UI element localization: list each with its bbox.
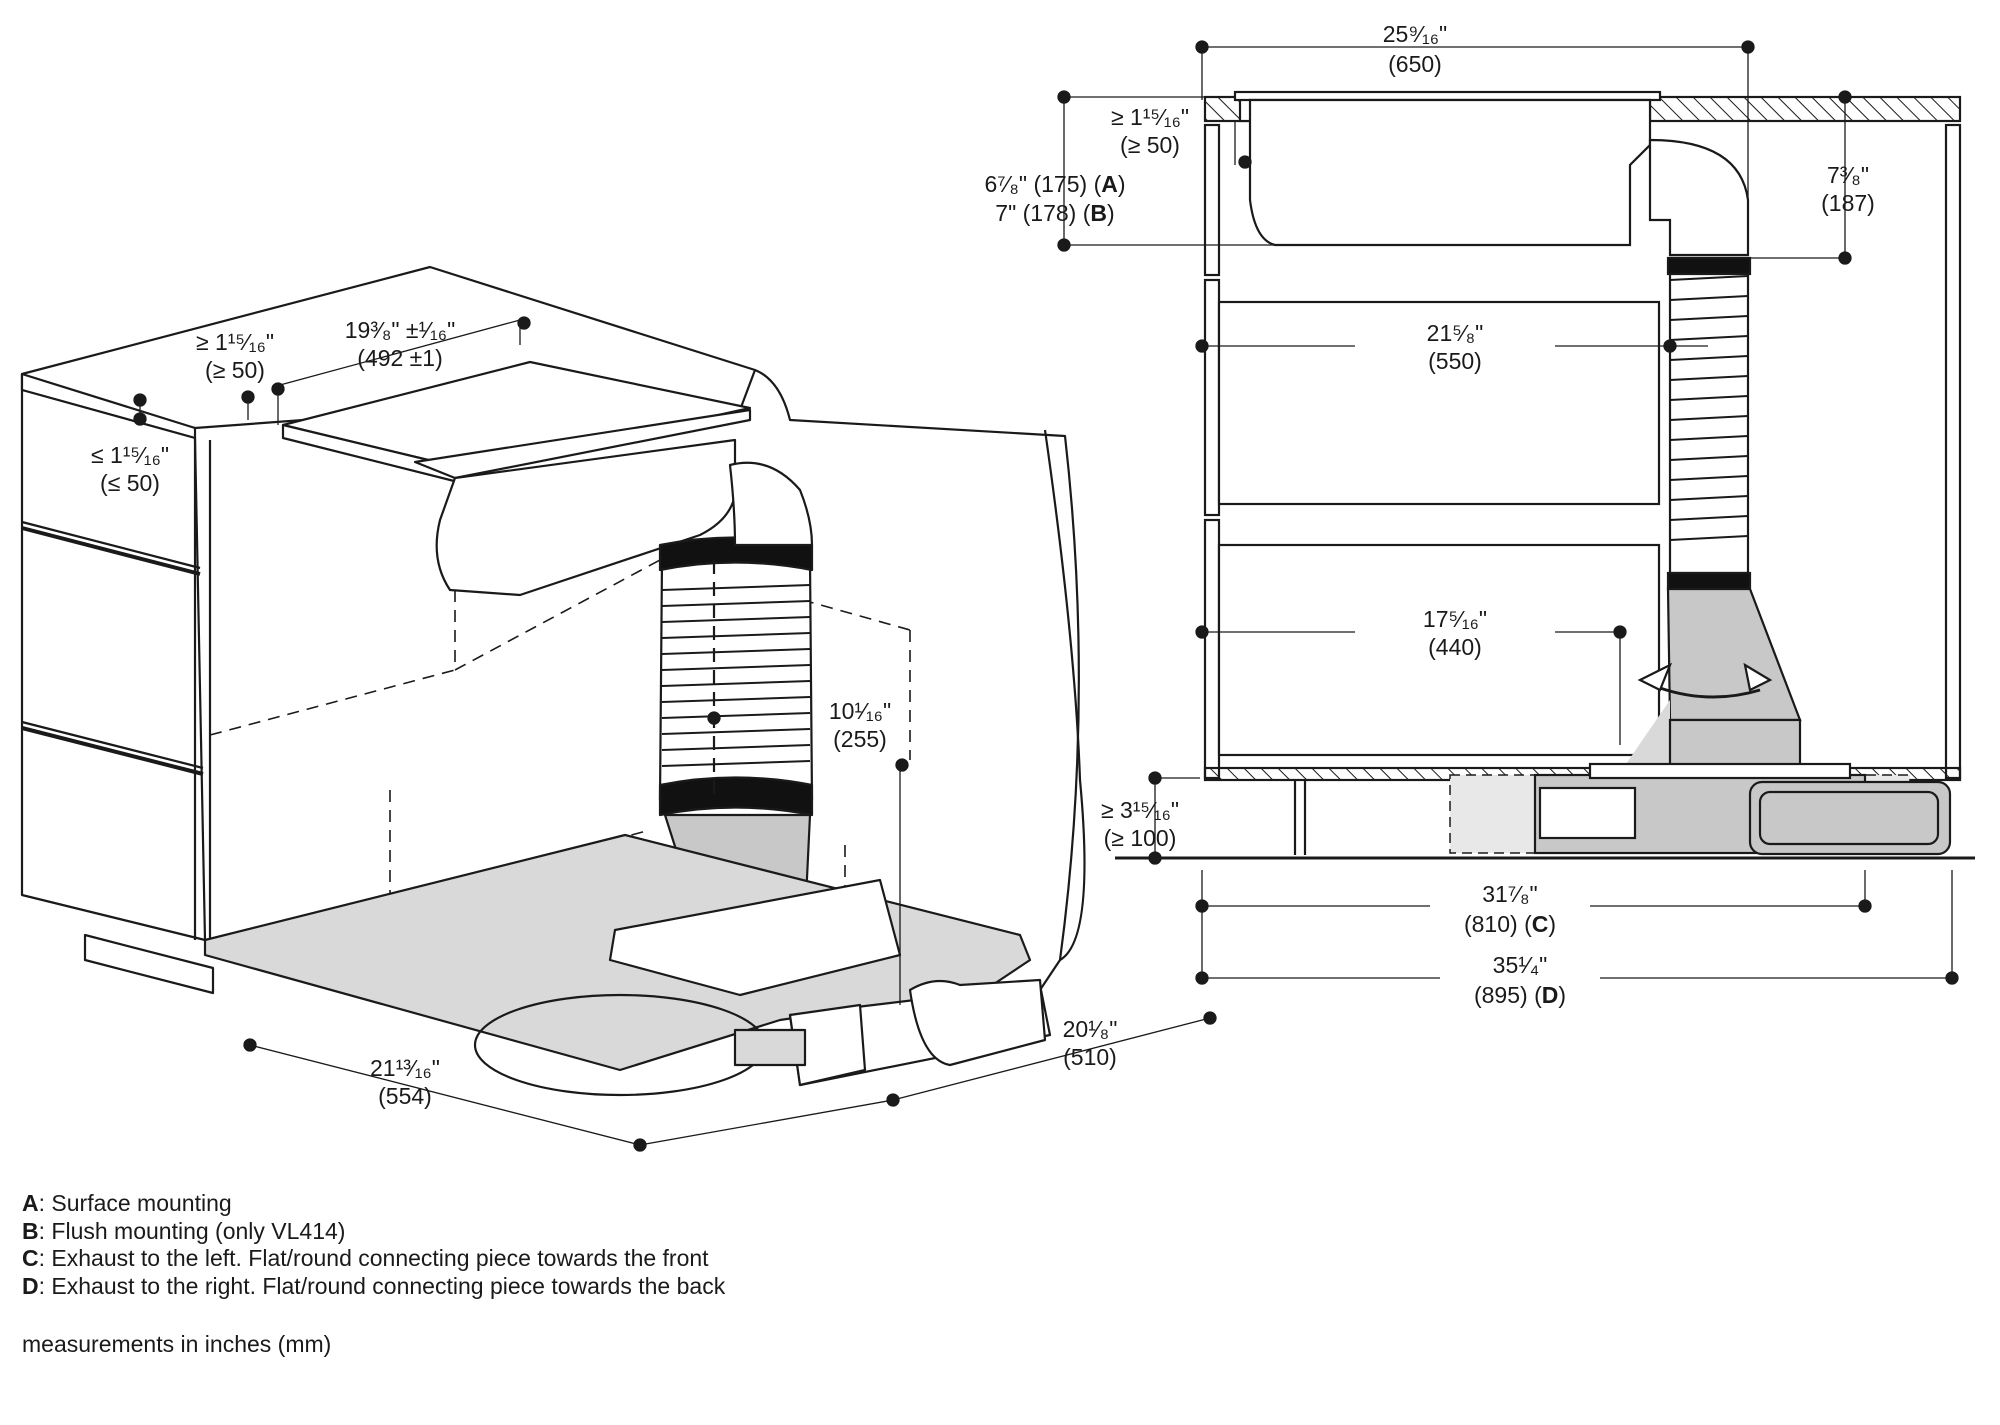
label-side-plinth: ≥ 3¹⁵⁄₁₆" bbox=[1101, 797, 1179, 823]
perspective-view bbox=[20, 265, 1086, 1097]
side-transition bbox=[1666, 587, 1802, 722]
label-side-front-clearance: ≥ 1¹⁵⁄₁₆" bbox=[1111, 104, 1189, 130]
label-side-unit-depth-b-letter: B bbox=[1090, 200, 1107, 226]
label-3d-front-clearance-mm: (≥ 50) bbox=[205, 357, 265, 383]
legend-key: B bbox=[22, 1217, 39, 1244]
legend-key: D bbox=[22, 1272, 39, 1299]
legend: A: Surface mounting B: Flush mounting (o… bbox=[22, 1190, 725, 1300]
legend-row-b: B: Flush mounting (only VL414) bbox=[22, 1218, 725, 1246]
label-side-depth-d-mm: (895) (D) bbox=[1474, 982, 1566, 1008]
label-side-plinth-mm: (≥ 100) bbox=[1104, 825, 1177, 851]
legend-row-a: A: Surface mounting bbox=[22, 1190, 725, 1218]
label-3d-base-width: 21¹³⁄₁₆" bbox=[370, 1055, 440, 1081]
legend-text: : Surface mounting bbox=[38, 1190, 232, 1216]
label-side-unit-depth-b-value: 7" (178) bbox=[995, 200, 1076, 226]
label-side-unit-depth-b: 7" (178) (B) bbox=[995, 200, 1114, 226]
label-side-top-to-duct-mm: (187) bbox=[1821, 190, 1875, 216]
legend-row-d: D: Exhaust to the right. Flat/round conn… bbox=[22, 1273, 725, 1301]
side-lower-drawer bbox=[1217, 543, 1661, 757]
label-side-depth-d-letter: D bbox=[1542, 982, 1559, 1008]
legend-text: : Exhaust to the right. Flat/round conne… bbox=[38, 1272, 726, 1299]
unit-note: measurements in inches (mm) bbox=[22, 1331, 332, 1357]
legend-key: C bbox=[22, 1245, 39, 1271]
label-side-top-width: 25⁹⁄₁₆" bbox=[1383, 21, 1447, 47]
label-side-top-width-mm: (650) bbox=[1388, 51, 1442, 77]
label-3d-base-depth: 20¹⁄₈" bbox=[1063, 1016, 1118, 1042]
label-3d-cutout-depth: 19³⁄₈" ±¹⁄₁₆" bbox=[345, 317, 456, 343]
label-side-unit-depth-a-value: 6⁷⁄₈" (175) bbox=[984, 171, 1087, 197]
label-side-unit-depth-a: 6⁷⁄₈" (175) (A) bbox=[984, 171, 1125, 197]
label-side-depth-d: 35¹⁄₄" bbox=[1493, 952, 1548, 978]
label-3d-front-step: ≤ 1¹⁵⁄₁₆" bbox=[91, 442, 169, 468]
label-3d-base-depth-mm: (510) bbox=[1063, 1044, 1117, 1070]
legend-key: A bbox=[22, 1190, 39, 1216]
legend-text: : Exhaust to the left. Flat/round connec… bbox=[38, 1245, 709, 1271]
legend-text: : Flush mounting (only VL414) bbox=[38, 1217, 346, 1244]
label-side-depth-c-mm: (810) (C) bbox=[1464, 911, 1556, 937]
label-side-depth-c-letter: C bbox=[1532, 911, 1549, 937]
label-side-upper-drawer-mm: (550) bbox=[1428, 348, 1482, 374]
side-flex-duct bbox=[1668, 256, 1750, 575]
back-wall bbox=[754, 368, 1080, 991]
label-3d-front-clearance: ≥ 1¹⁵⁄₁₆" bbox=[196, 329, 274, 355]
label-side-depth-c-mm-value: (810) bbox=[1464, 911, 1518, 937]
side-view bbox=[1115, 90, 1975, 860]
label-side-upper-drawer: 21⁵⁄₈" bbox=[1427, 320, 1484, 346]
side-upper-drawer bbox=[1217, 300, 1661, 506]
label-3d-cutout-depth-mm: (492 ±1) bbox=[357, 345, 443, 371]
dimension-lines-3d bbox=[133, 316, 1217, 1152]
label-side-top-to-duct: 7³⁄₈" bbox=[1827, 162, 1869, 188]
label-side-front-clearance-mm: (≥ 50) bbox=[1120, 132, 1180, 158]
side-cooktop bbox=[1248, 98, 1652, 247]
label-3d-front-step-mm: (≤ 50) bbox=[100, 470, 160, 496]
label-side-unit-depth-a-letter: A bbox=[1101, 171, 1118, 197]
label-side-lower-drawer-mm: (440) bbox=[1428, 634, 1482, 660]
label-side-depth-d-mm-value: (895) bbox=[1474, 982, 1528, 1008]
label-side-depth-c: 31⁷⁄₈" bbox=[1482, 881, 1537, 907]
label-3d-base-width-mm: (554) bbox=[378, 1083, 432, 1109]
dimension-lines-side bbox=[1057, 40, 1959, 985]
label-3d-duct-height: 10¹⁄₁₆" bbox=[829, 698, 891, 724]
label-3d-duct-height-mm: (255) bbox=[833, 726, 887, 752]
label-side-lower-drawer: 17⁵⁄₁₆" bbox=[1423, 606, 1487, 632]
legend-row-c: C: Exhaust to the left. Flat/round conne… bbox=[22, 1245, 725, 1273]
